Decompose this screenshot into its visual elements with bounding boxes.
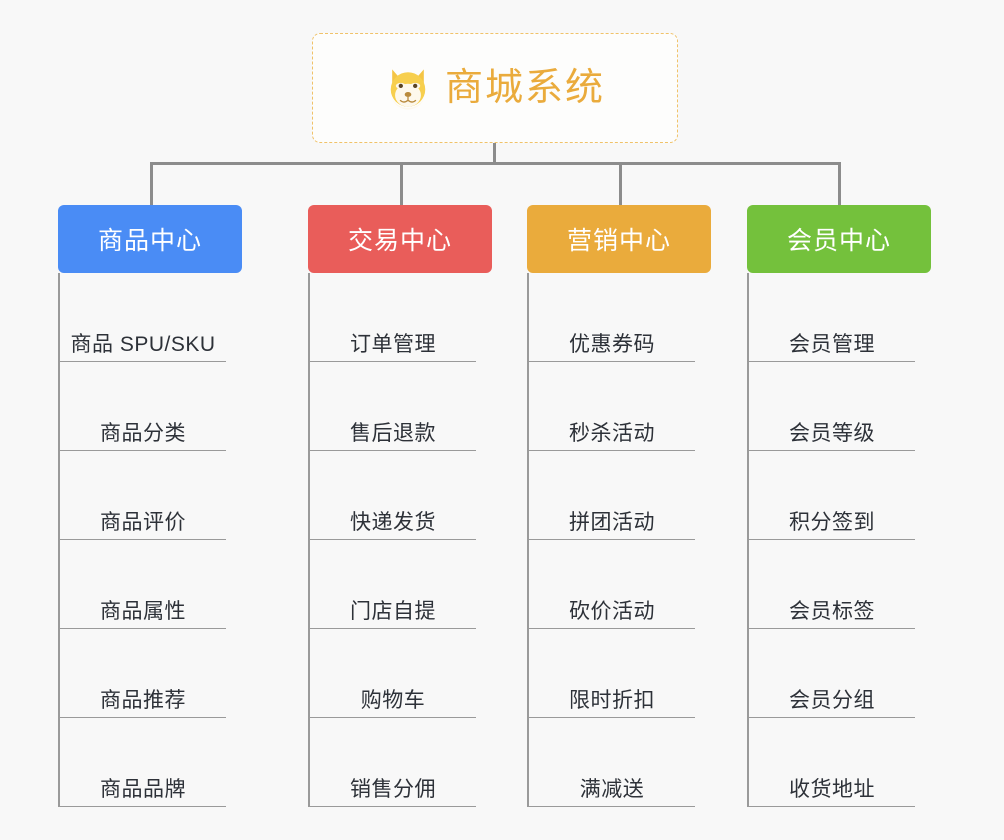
leaf-label: 拼团活动 xyxy=(569,510,655,534)
branch-会员中心: 会员中心 会员管理 会员等级 积分签到 会员标签 会员分组 收货地址 xyxy=(747,205,931,807)
leaf-label: 会员标签 xyxy=(789,599,875,623)
list-item[interactable]: 售后退款 xyxy=(310,362,476,451)
leaf-label: 秒杀活动 xyxy=(569,421,655,445)
leaf-label: 商品推荐 xyxy=(100,688,186,712)
connector-root-stem xyxy=(493,143,496,165)
list-item[interactable]: 订单管理 xyxy=(310,273,476,362)
leaf-label: 门店自提 xyxy=(350,599,436,623)
leaf-list-4: 会员管理 会员等级 积分签到 会员标签 会员分组 收货地址 xyxy=(747,273,915,807)
category-label-4: 会员中心 xyxy=(786,227,891,255)
branch-营销中心: 营销中心 优惠券码 秒杀活动 拼团活动 砍价活动 限时折扣 满减送 xyxy=(527,205,711,807)
list-item[interactable]: 收货地址 xyxy=(749,718,915,807)
connector-drop-4 xyxy=(838,162,841,207)
connector-bus xyxy=(150,162,841,165)
list-item[interactable]: 会员管理 xyxy=(749,273,915,362)
list-item[interactable]: 积分签到 xyxy=(749,451,915,540)
category-header-2[interactable]: 交易中心 xyxy=(308,205,492,273)
list-item[interactable]: 商品品牌 xyxy=(60,718,226,807)
list-item[interactable]: 秒杀活动 xyxy=(529,362,695,451)
list-item[interactable]: 快递发货 xyxy=(310,451,476,540)
dog-face-icon xyxy=(390,69,426,110)
list-item[interactable]: 拼团活动 xyxy=(529,451,695,540)
leaf-label: 会员分组 xyxy=(789,688,875,712)
list-item[interactable]: 限时折扣 xyxy=(529,629,695,718)
leaf-label: 商品评价 xyxy=(100,510,186,534)
list-item[interactable]: 砍价活动 xyxy=(529,540,695,629)
list-item[interactable]: 商品分类 xyxy=(60,362,226,451)
list-item[interactable]: 门店自提 xyxy=(310,540,476,629)
list-item[interactable]: 购物车 xyxy=(310,629,476,718)
leaf-label: 商品 SPU/SKU xyxy=(70,332,216,356)
leaf-label: 售后退款 xyxy=(350,421,436,445)
list-item[interactable]: 商品评价 xyxy=(60,451,226,540)
leaf-label: 限时折扣 xyxy=(569,688,655,712)
root-title: 商城系统 xyxy=(444,67,605,109)
list-item[interactable]: 商品 SPU/SKU xyxy=(60,273,226,362)
list-item[interactable]: 商品属性 xyxy=(60,540,226,629)
leaf-list-3: 优惠券码 秒杀活动 拼团活动 砍价活动 限时折扣 满减送 xyxy=(527,273,695,807)
category-label-1: 商品中心 xyxy=(97,227,202,255)
leaf-list-1: 商品 SPU/SKU 商品分类 商品评价 商品属性 商品推荐 商品品牌 xyxy=(58,273,226,807)
leaf-label: 快递发货 xyxy=(350,510,436,534)
leaf-label: 满减送 xyxy=(579,777,645,801)
branch-交易中心: 交易中心 订单管理 售后退款 快递发货 门店自提 购物车 销售分佣 xyxy=(308,205,492,807)
leaf-label: 商品分类 xyxy=(100,421,186,445)
list-item[interactable]: 会员标签 xyxy=(749,540,915,629)
branch-商品中心: 商品中心 商品 SPU/SKU 商品分类 商品评价 商品属性 商品推荐 商品品牌 xyxy=(58,205,242,807)
list-item[interactable]: 商品推荐 xyxy=(60,629,226,718)
leaf-label: 收货地址 xyxy=(789,777,875,801)
list-item[interactable]: 销售分佣 xyxy=(310,718,476,807)
list-item[interactable]: 会员分组 xyxy=(749,629,915,718)
category-header-4[interactable]: 会员中心 xyxy=(747,205,931,273)
leaf-label: 销售分佣 xyxy=(350,777,436,801)
category-label-3: 营销中心 xyxy=(566,227,671,255)
leaf-label: 会员等级 xyxy=(789,421,875,445)
connector-drop-3 xyxy=(619,162,622,207)
leaf-label: 购物车 xyxy=(360,688,426,712)
leaf-label: 砍价活动 xyxy=(569,599,655,623)
leaf-label: 优惠券码 xyxy=(569,332,655,356)
list-item[interactable]: 会员等级 xyxy=(749,362,915,451)
category-label-2: 交易中心 xyxy=(347,227,452,255)
leaf-label: 订单管理 xyxy=(350,332,436,356)
list-item[interactable]: 优惠券码 xyxy=(529,273,695,362)
leaf-label: 商品品牌 xyxy=(100,777,186,801)
leaf-label: 会员管理 xyxy=(789,332,875,356)
root-node[interactable]: 商城系统 xyxy=(312,33,678,143)
leaf-list-2: 订单管理 售后退款 快递发货 门店自提 购物车 销售分佣 xyxy=(308,273,476,807)
leaf-label: 积分签到 xyxy=(789,510,875,534)
category-header-1[interactable]: 商品中心 xyxy=(58,205,242,273)
category-header-3[interactable]: 营销中心 xyxy=(527,205,711,273)
connector-drop-2 xyxy=(400,162,403,207)
list-item[interactable]: 满减送 xyxy=(529,718,695,807)
connector-drop-1 xyxy=(150,162,153,207)
leaf-label: 商品属性 xyxy=(100,599,186,623)
